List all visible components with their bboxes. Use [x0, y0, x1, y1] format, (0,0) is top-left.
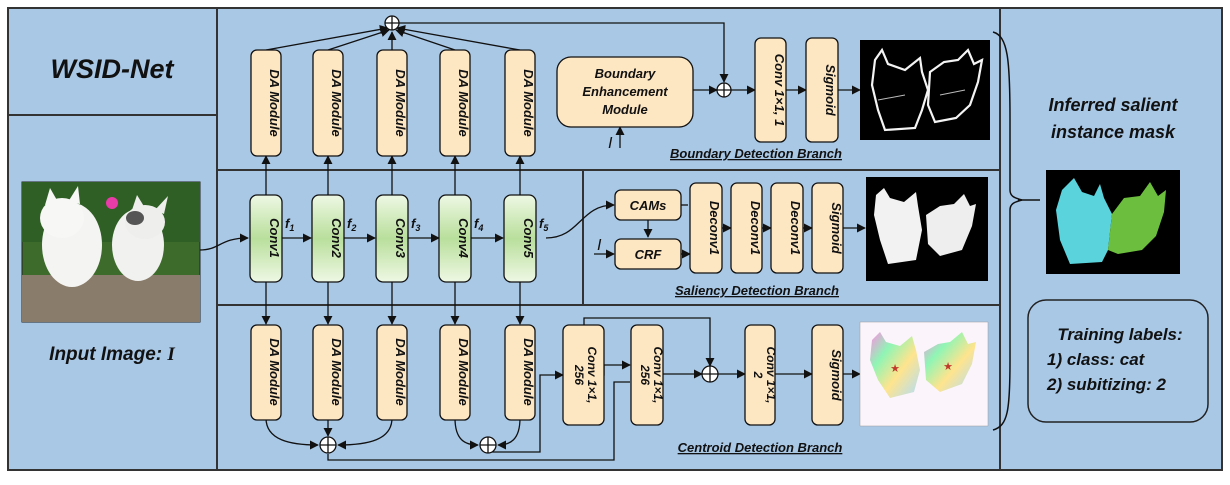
output-label-line1: Inferred salient — [1048, 95, 1178, 115]
svg-text:CRF: CRF — [635, 247, 663, 262]
backbone-conv3: Conv3 — [375, 194, 409, 283]
training-labels-title: Training labels: — [1057, 325, 1182, 344]
svg-text:Boundary: Boundary — [595, 66, 656, 81]
centroid-branch-label: Centroid Detection Branch — [678, 440, 843, 455]
da-module-top-1: DA Module — [250, 49, 282, 157]
da-module-bottom-1: DA Module — [250, 324, 282, 421]
sum-node-boundary-top — [384, 15, 400, 31]
svg-text:Conv 1×1, 1: Conv 1×1, 1 — [772, 54, 787, 127]
svg-text:DA Module: DA Module — [456, 69, 471, 136]
svg-text:Enhancement: Enhancement — [582, 84, 668, 99]
input-image — [21, 181, 201, 323]
svg-text:DA Module: DA Module — [329, 69, 344, 136]
svg-text:Conv 1×1,: Conv 1×1, — [651, 346, 665, 403]
da-module-top-2: DA Module — [312, 49, 344, 157]
input-image-label: Input Image: I — [49, 344, 175, 365]
centroid-sigmoid-box: Sigmoid — [811, 324, 844, 426]
svg-text:Conv4: Conv4 — [456, 218, 471, 259]
svg-text:★: ★ — [943, 361, 953, 373]
svg-text:DA Module: DA Module — [393, 69, 408, 136]
da-module-top-4: DA Module — [439, 49, 471, 157]
cams-box: CAMs — [614, 189, 682, 221]
svg-text:DA Module: DA Module — [456, 338, 471, 405]
svg-text:Sigmoid: Sigmoid — [829, 349, 844, 401]
svg-text:Sigmoid: Sigmoid — [829, 202, 844, 254]
svg-text:Deconv1: Deconv1 — [788, 201, 803, 255]
da-module-bottom-3: DA Module — [376, 324, 408, 421]
saliency-output-image — [866, 177, 988, 281]
deconv-box-2: Deconv1 — [730, 182, 763, 274]
da-module-top-5: DA Module — [504, 49, 536, 157]
connectors — [199, 22, 866, 461]
svg-text:★: ★ — [890, 363, 900, 375]
svg-text:DA Module: DA Module — [267, 338, 282, 405]
sum-node-centroid-left — [319, 436, 337, 454]
model-title: WSID-Net — [51, 54, 175, 84]
boundary-conv-box: Conv 1×1, 1 — [754, 37, 787, 143]
svg-text:Conv 1×1,: Conv 1×1, — [585, 346, 599, 403]
svg-text:Deconv1: Deconv1 — [748, 201, 763, 255]
backbone-conv1: Conv1 — [249, 194, 283, 283]
boundary-sigmoid-box: Sigmoid — [805, 37, 839, 143]
feature-f2: f2 — [347, 216, 356, 233]
da-module-bottom-5: DA Module — [504, 324, 536, 421]
centroid-conv256-box-2: Conv 1×1, 256 — [630, 324, 665, 426]
da-module-top-3: DA Module — [376, 49, 408, 157]
boundary-branch-label: Boundary Detection Branch — [670, 146, 842, 161]
svg-text:Conv 1×1,: Conv 1×1, — [764, 346, 778, 403]
feature-f5: f5 — [539, 216, 549, 233]
svg-text:Conv5: Conv5 — [521, 218, 536, 259]
training-label-class: 1) class: cat — [1047, 350, 1146, 369]
svg-text:DA Module: DA Module — [521, 338, 536, 405]
feature-f4: f4 — [474, 216, 483, 233]
svg-text:CAMs: CAMs — [630, 198, 667, 213]
svg-text:2: 2 — [751, 371, 765, 379]
backbone-conv5: Conv5 — [503, 194, 537, 283]
backbone-conv2: Conv2 — [311, 194, 345, 283]
svg-text:256: 256 — [572, 364, 586, 385]
svg-text:Deconv1: Deconv1 — [707, 201, 722, 255]
deconv-box-3: Deconv1 — [770, 182, 804, 274]
svg-text:Conv1: Conv1 — [267, 218, 282, 258]
da-module-bottom-4: DA Module — [439, 324, 471, 421]
saliency-branch-label: Saliency Detection Branch — [675, 283, 839, 298]
sum-node-boundary-fuse — [716, 82, 732, 98]
output-label-line2: instance mask — [1051, 122, 1176, 142]
deconv-box-1: Deconv1 — [689, 182, 723, 274]
feature-f3: f3 — [411, 216, 420, 233]
feature-f1: f1 — [285, 216, 294, 233]
saliency-sigmoid-box: Sigmoid — [811, 182, 844, 274]
backbone-conv4: Conv4 — [438, 194, 472, 283]
svg-text:DA Module: DA Module — [267, 69, 282, 136]
svg-text:DA Module: DA Module — [393, 338, 408, 405]
svg-text:256: 256 — [638, 364, 652, 385]
boundary-enhancement-module: Boundary Enhancement Module — [556, 56, 694, 128]
svg-text:Conv3: Conv3 — [393, 218, 408, 259]
centroid-output-image: ★ ★ — [859, 321, 989, 427]
crf-box: CRF — [614, 238, 682, 270]
da-module-bottom-2: DA Module — [312, 324, 344, 421]
boundary-output-image — [860, 40, 990, 140]
svg-text:DA Module: DA Module — [329, 338, 344, 405]
training-label-subitizing: 2) subitizing: 2 — [1046, 375, 1167, 394]
sum-node-centroid-right — [479, 436, 497, 454]
svg-text:Conv2: Conv2 — [329, 218, 344, 259]
training-labels-box — [1027, 299, 1209, 423]
centroid-conv256-box-1: Conv 1×1, 256 — [562, 324, 605, 426]
bem-input-symbol: I — [608, 135, 613, 152]
crf-input-symbol: I — [597, 237, 602, 254]
svg-text:DA Module: DA Module — [521, 69, 536, 136]
sum-node-centroid-fuse — [701, 365, 719, 383]
instance-mask-output — [1046, 170, 1180, 274]
svg-text:Sigmoid: Sigmoid — [823, 64, 838, 116]
svg-text:Module: Module — [602, 102, 648, 117]
centroid-conv2-box: Conv 1×1, 2 — [744, 324, 778, 426]
